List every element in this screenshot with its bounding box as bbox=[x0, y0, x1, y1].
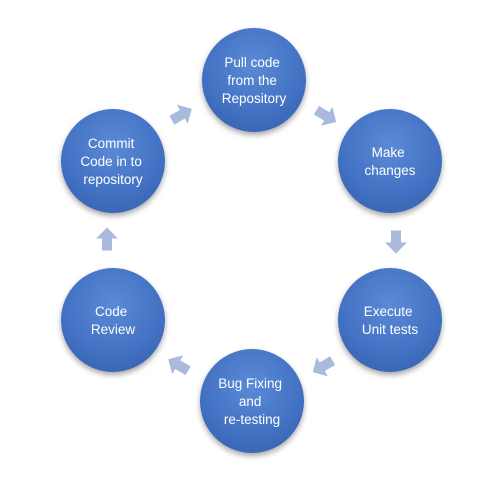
block-arrow-shape bbox=[313, 105, 337, 126]
node-label-line: Code bbox=[95, 304, 127, 319]
node-label: Bug Fixing and re-testing bbox=[218, 376, 286, 427]
node-label-line: Pull code bbox=[224, 55, 280, 70]
arrow-make-to-unit-icon bbox=[385, 230, 407, 254]
node-label-line: re-testing bbox=[224, 412, 280, 427]
arrow-pull-to-make-icon bbox=[313, 105, 337, 126]
arrow-unit-to-bugfix-icon bbox=[312, 356, 336, 377]
node-label-line: Repository bbox=[222, 91, 287, 106]
node-label-line: Make bbox=[372, 145, 405, 160]
arrow-review-to-commit-icon bbox=[96, 227, 118, 251]
node-label-line: repository bbox=[83, 172, 143, 187]
node-label: Make changes bbox=[364, 145, 415, 178]
arrow-commit-to-pull-icon bbox=[169, 104, 192, 125]
node-bug-fixing: Bug Fixing and re-testing bbox=[200, 349, 304, 453]
node-label-line: Execute bbox=[364, 304, 413, 319]
block-arrow-shape bbox=[169, 104, 192, 125]
block-arrow-shape bbox=[312, 356, 336, 377]
node-label-line: Bug Fixing bbox=[218, 376, 282, 391]
node-label-line: from the bbox=[227, 73, 277, 88]
block-arrow-shape bbox=[168, 355, 191, 376]
node-label: Code Review bbox=[91, 304, 136, 337]
node-circle bbox=[61, 268, 165, 372]
node-make-changes: Make changes bbox=[338, 109, 442, 213]
node-label: Pull code from the Repository bbox=[222, 55, 287, 106]
node-label-line: changes bbox=[364, 163, 415, 178]
nodes-layer: Pull code from the Repository Make chang… bbox=[61, 28, 442, 453]
node-commit-code: Commit Code in to repository bbox=[61, 109, 165, 213]
block-arrow-shape bbox=[385, 230, 407, 254]
node-label: Commit Code in to repository bbox=[80, 136, 145, 187]
node-execute-unit-tests: Execute Unit tests bbox=[338, 268, 442, 372]
arrow-bugfix-to-review-icon bbox=[168, 355, 191, 376]
arrows-layer bbox=[96, 104, 407, 377]
node-label-line: Review bbox=[91, 322, 136, 337]
node-circle bbox=[200, 349, 304, 453]
block-arrow-shape bbox=[96, 227, 118, 251]
node-label-line: and bbox=[239, 394, 262, 409]
node-circle bbox=[338, 268, 442, 372]
node-pull-code: Pull code from the Repository bbox=[202, 28, 306, 132]
node-label-line: Unit tests bbox=[362, 322, 419, 337]
node-circle bbox=[61, 109, 165, 213]
node-label-line: Code in to bbox=[80, 154, 142, 169]
node-code-review: Code Review bbox=[61, 268, 165, 372]
node-label: Execute Unit tests bbox=[362, 304, 419, 337]
node-circle bbox=[202, 28, 306, 132]
node-circle bbox=[338, 109, 442, 213]
node-label-line: Commit bbox=[88, 136, 135, 151]
